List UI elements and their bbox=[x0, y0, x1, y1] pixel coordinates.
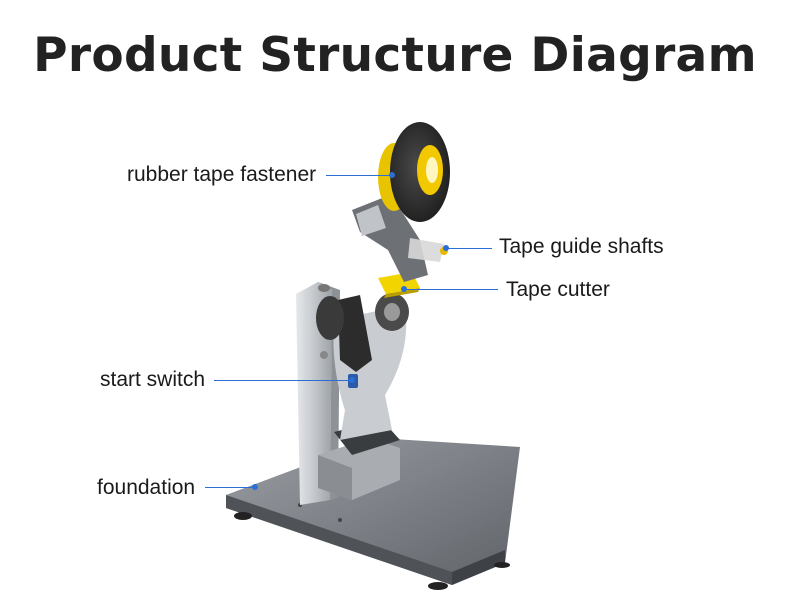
leader-dot-cutter bbox=[401, 286, 407, 292]
label-rubber-tape-fastener: rubber tape fastener bbox=[127, 163, 317, 186]
leader-line-cutter bbox=[404, 289, 498, 290]
leader-dot-switch bbox=[349, 377, 355, 383]
label-start-switch: start switch bbox=[100, 368, 206, 391]
leader-dot-fastener bbox=[389, 172, 395, 178]
leader-line-fastener bbox=[326, 175, 392, 176]
leader-dot-guide bbox=[443, 245, 449, 251]
tape-roll bbox=[378, 122, 450, 222]
upper-arm bbox=[352, 195, 448, 282]
label-foundation: foundation bbox=[97, 476, 196, 499]
handle-body bbox=[316, 293, 409, 440]
leader-line-switch bbox=[214, 380, 352, 381]
diagram-title: Product Structure Diagram bbox=[33, 28, 757, 83]
label-tape-cutter: Tape cutter bbox=[506, 278, 610, 301]
leader-dot-foundation bbox=[252, 484, 258, 490]
label-tape-guide-shafts: Tape guide shafts bbox=[499, 235, 664, 258]
leader-line-foundation bbox=[205, 487, 255, 488]
leader-line-guide bbox=[446, 248, 492, 249]
